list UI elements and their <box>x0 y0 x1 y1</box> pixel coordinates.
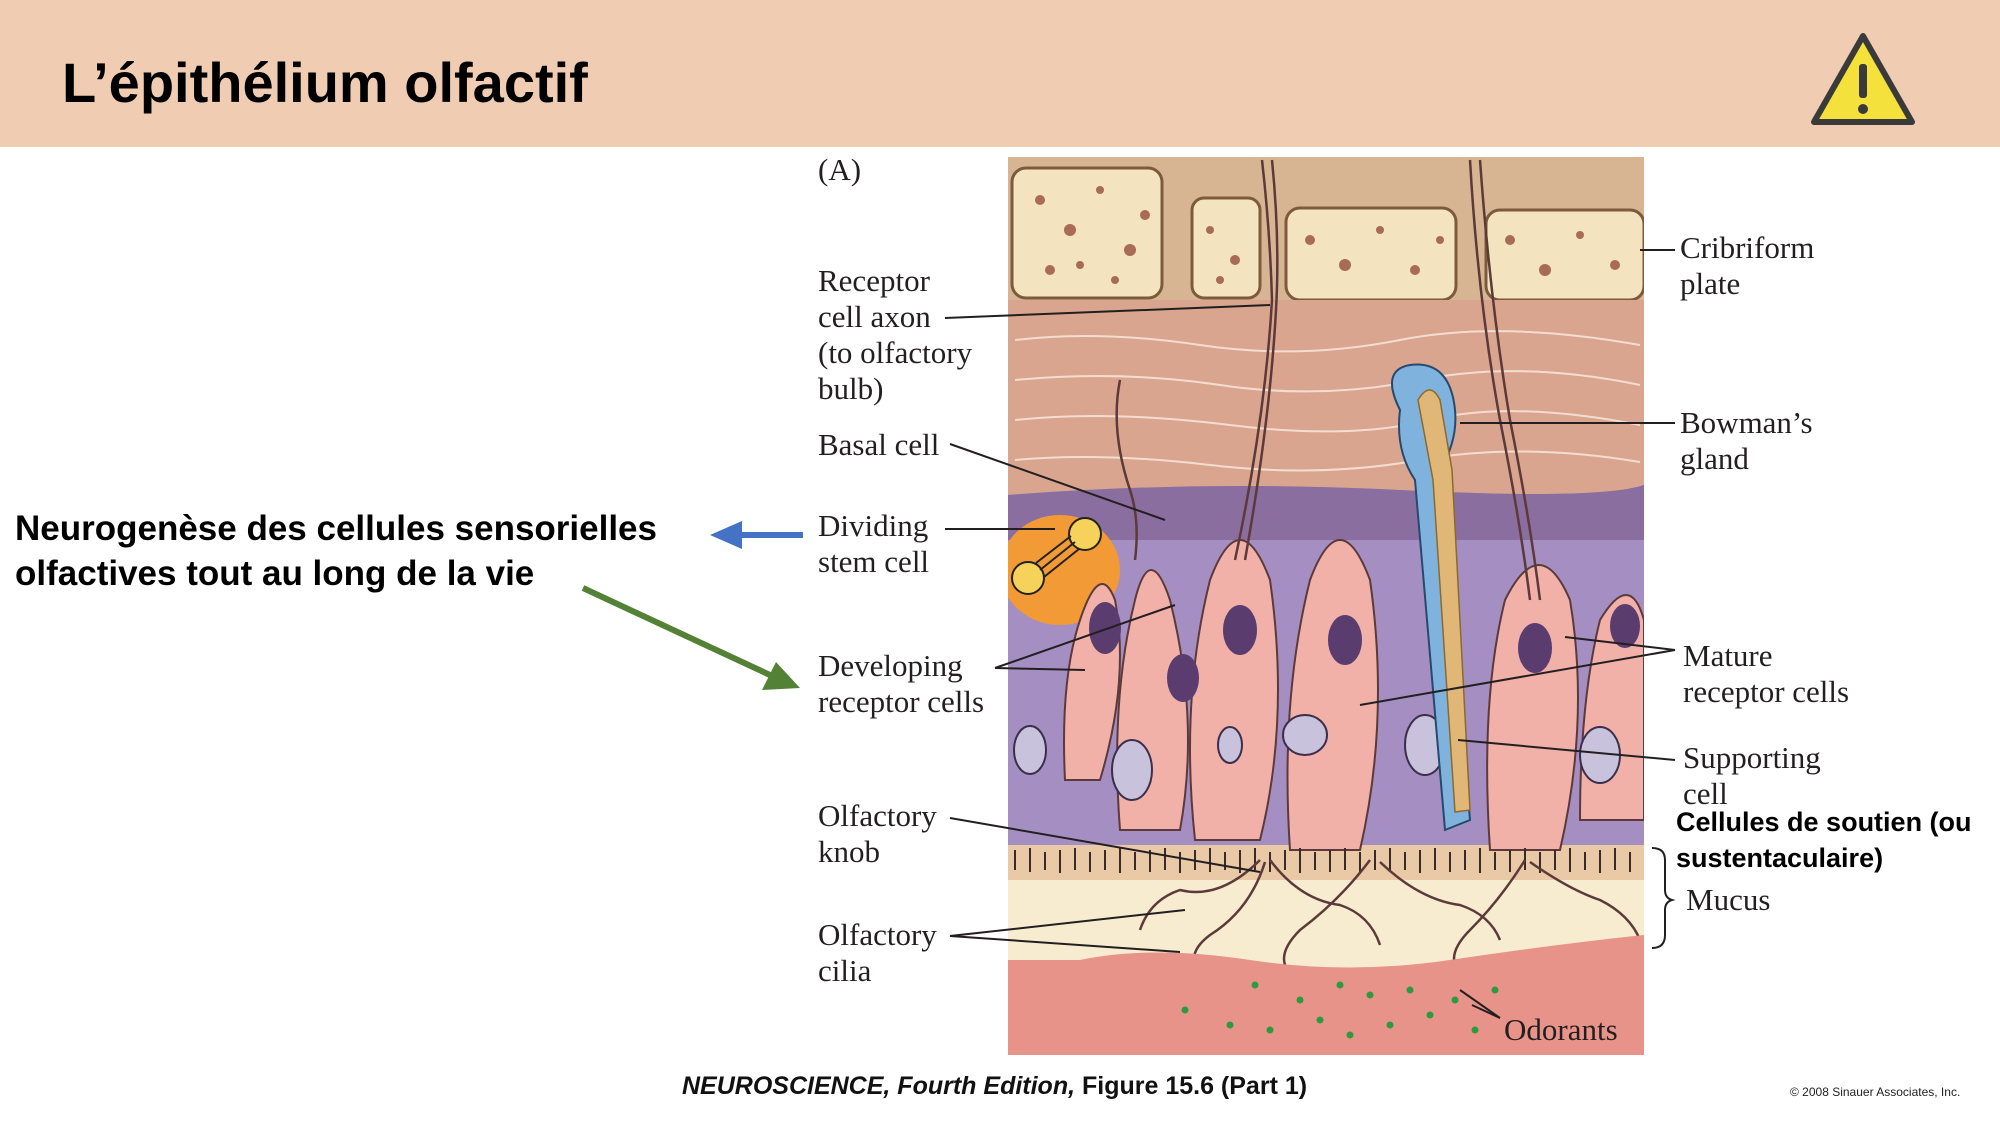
label-developing-receptor-cells: Developing receptor cells <box>818 648 985 719</box>
label-mature-receptor-cells: Mature receptor cells <box>1683 638 1850 709</box>
lamina-propria <box>1008 300 1644 495</box>
slide-header <box>0 0 2000 147</box>
mucus-bracket <box>1651 847 1676 949</box>
odorant-molecules <box>1181 981 1499 1039</box>
mucus-layer <box>1008 880 1644 968</box>
label-olfactory-knob: Olfactory knob <box>818 798 937 869</box>
label-bowmans-gland: Bowman’s gland <box>1680 405 1813 476</box>
slide-title: L’épithélium olfactif <box>62 51 588 114</box>
label-receptor-axon: Receptor cell axon (to olfactory bulb) <box>818 263 973 406</box>
bowmans-gland <box>1391 363 1472 832</box>
cribriform-plate <box>1008 157 1644 307</box>
label-supporting-cell: Supporting cell <box>1683 740 1821 811</box>
blue-arrow <box>710 521 803 549</box>
label-odorants: Odorants <box>1504 1012 1618 1047</box>
neurogenesis-note: Neurogenèse des cellules sensorielles ol… <box>15 509 657 593</box>
warning-triangle-icon <box>1811 33 1915 125</box>
leader-lines <box>944 249 1676 1019</box>
green-arrow <box>581 585 800 690</box>
label-basal-cell: Basal cell <box>818 427 940 462</box>
receptor-cells <box>1063 539 1644 851</box>
label-cribriform-plate: Cribriform plate <box>1680 230 1815 301</box>
caption-book: NEUROSCIENCE, Fourth Edition, <box>682 1072 1076 1100</box>
label-dividing-stem-cell: Dividing stem cell <box>818 508 930 579</box>
label-mucus: Mucus <box>1686 882 1771 917</box>
label-olfactory-cilia: Olfactory cilia <box>818 917 937 988</box>
panel-label: (A) <box>818 152 862 187</box>
figure-caption: NEUROSCIENCE, Fourth Edition, Figure 15.… <box>682 1072 1307 1101</box>
support-cells-note: Cellules de soutien (ou sustentaculaire) <box>1676 807 1972 873</box>
caption-figure: Figure 15.6 (Part 1) <box>1075 1072 1308 1100</box>
copyright-notice: © 2008 Sinauer Associates, Inc. <box>1790 1085 1961 1099</box>
